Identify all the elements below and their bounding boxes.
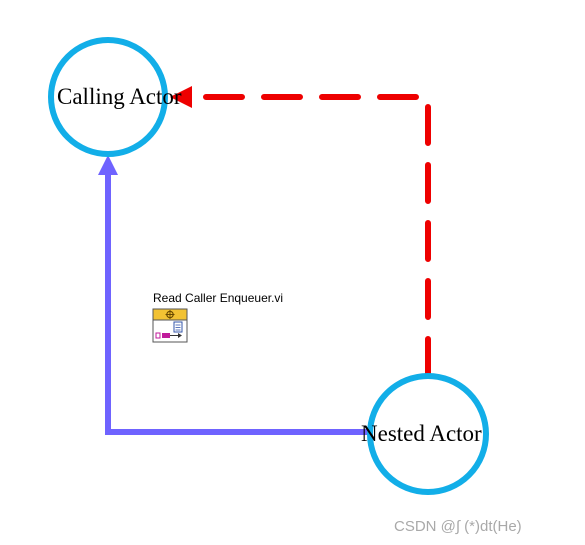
nested-actor-node: Nested Actor <box>361 373 489 495</box>
solid-arrow-line <box>105 172 370 435</box>
nested-actor-circle <box>367 373 489 495</box>
nested-actor-label: Nested Actor <box>361 421 482 446</box>
dashed-arrowhead-icon <box>170 86 192 108</box>
solid-arrow-nested-to-calling <box>98 155 370 435</box>
calling-actor-node: Calling Actor <box>48 37 182 157</box>
calling-actor-circle <box>48 37 168 157</box>
vi-block: Read Caller Enqueuer.vi <box>152 291 283 343</box>
dashed-arrow-nested-to-calling <box>170 86 431 378</box>
watermark-text: CSDN @∫ (*)dt(He) <box>394 518 522 535</box>
labview-vi-icon <box>152 308 188 343</box>
calling-actor-label: Calling Actor <box>57 84 182 109</box>
dashed-arrow-line <box>187 94 431 378</box>
solid-arrowhead-icon <box>98 155 118 175</box>
vi-block-label: Read Caller Enqueuer.vi <box>153 291 283 305</box>
